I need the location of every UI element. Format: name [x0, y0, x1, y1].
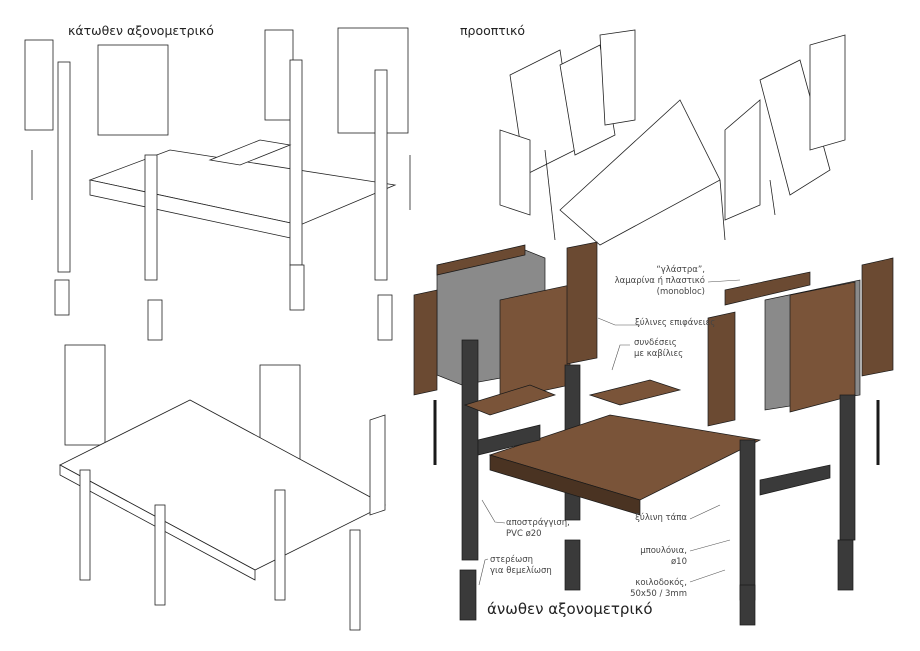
leg	[57, 61, 71, 273]
annotation-line: (monobloc)	[656, 287, 705, 297]
top-axonometric-drawing	[413, 241, 894, 626]
side-panel	[264, 29, 294, 121]
underside-drawing	[59, 344, 386, 631]
annotation-line: αποστράγγιση,	[506, 518, 570, 528]
annotation-dowels: συνδέσεις με καβίλιες	[634, 338, 683, 360]
anchor	[377, 294, 393, 341]
annotation-line: 50x50 / 3mm	[630, 589, 687, 599]
annotation-line: μπουλόνια,	[640, 546, 687, 556]
annotation-bolts: μπουλόνια, ø10	[640, 546, 687, 568]
anchor	[459, 569, 477, 621]
annotation-line: στερέωση	[490, 555, 533, 565]
side-panel	[24, 39, 54, 131]
annotation-line: συνδέσεις	[634, 338, 677, 348]
anchor	[289, 264, 305, 311]
leg	[289, 59, 303, 266]
annotation-hollow-section: κοιλοδοκός, 50x50 / 3mm	[630, 578, 687, 600]
leg	[374, 69, 388, 281]
view-title-top-axonometric: άνωθεν αξονομετρικό	[487, 600, 653, 618]
anchor	[147, 299, 163, 341]
annotation-line: για θεμελίωση	[490, 566, 552, 576]
annotation-line: με καβίλιες	[634, 349, 684, 359]
view-title-perspective: προοπτικό	[460, 23, 526, 38]
annotation-line: “γλάστρα”,	[656, 265, 705, 275]
annotation-line: λαμαρίνα ή πλαστικό	[614, 276, 705, 286]
annotation-line: PVC ø20	[506, 529, 542, 539]
annotation-wood-surfaces: ξύλινες επιφάνειες	[635, 318, 716, 328]
annotation-line: ø10	[670, 557, 687, 567]
annotation-line: κοιλοδοκός,	[635, 578, 687, 588]
annotation-drainage: αποστράγγιση, PVC ø20	[506, 518, 570, 540]
view-title-bottom-axonometric: κάτωθεν αξονομετρικό	[68, 23, 214, 38]
leg	[461, 339, 479, 561]
annotation-planter: “γλάστρα”, λαμαρίνα ή πλαστικό (monobloc…	[615, 265, 705, 298]
annotation-anchoring: στερέωση για θεμελίωση	[490, 555, 552, 577]
anchor	[54, 279, 70, 316]
side-panel	[337, 27, 409, 134]
bottom-axonometric-drawing	[24, 27, 411, 341]
leg	[144, 154, 158, 281]
side-panel	[97, 44, 169, 136]
annotation-wood-cap: ξύλινη τάπα	[635, 513, 687, 523]
perspective-drawing	[499, 29, 846, 246]
leader-lines	[478, 279, 741, 586]
